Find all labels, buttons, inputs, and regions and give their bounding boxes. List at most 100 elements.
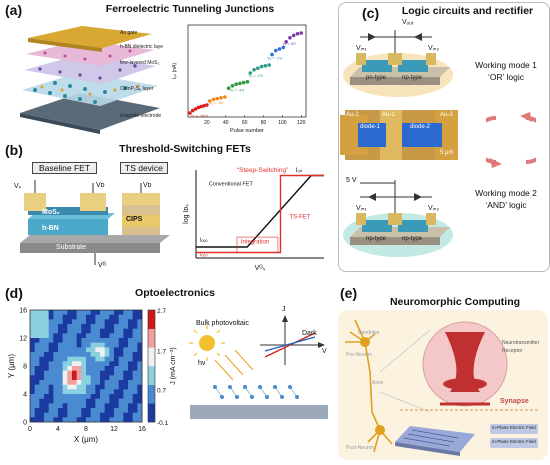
chart-a-point <box>270 52 274 57</box>
colorbar-segment <box>148 310 155 329</box>
heatmap-cell <box>132 310 138 315</box>
chart-a-point <box>223 95 227 99</box>
heatmap-cell <box>48 314 54 320</box>
heatmap-cell <box>109 319 115 325</box>
heatmap-cell <box>39 356 45 362</box>
heatmap-cell <box>48 356 54 362</box>
heatmap-cell <box>44 375 49 381</box>
heatmap-cell <box>76 324 82 329</box>
heatmap-cell <box>132 324 138 329</box>
heatmap-cell <box>30 324 35 329</box>
chart-a-point <box>241 80 246 85</box>
heatmap-cell <box>81 333 87 339</box>
heatmap-cell <box>100 417 105 423</box>
heatmap-cell <box>30 319 35 325</box>
heatmap-cell <box>39 328 45 334</box>
heatmap-cell <box>62 333 68 339</box>
chart-a-xlabel: Pulse number <box>230 128 264 134</box>
heatmap-cell <box>53 361 59 367</box>
heatmap-cell <box>118 352 124 357</box>
heatmap-cell <box>100 384 105 390</box>
heatmap-cell <box>95 398 101 404</box>
heatmap-cell <box>95 324 101 329</box>
heatmap-cell <box>81 398 87 404</box>
heatmap-cell <box>34 328 40 334</box>
heatmap-cell <box>123 384 129 390</box>
heatmap-cell <box>100 338 105 343</box>
heatmap-cell <box>67 356 73 362</box>
chart-a-point <box>256 66 260 70</box>
heatmap-cell <box>118 328 124 334</box>
heatmap-cell <box>76 310 82 315</box>
heatmap-cell <box>72 398 77 404</box>
heatmap-cell <box>95 319 101 325</box>
heatmap-cell <box>53 375 59 381</box>
hv-label: hν <box>198 360 206 367</box>
heatmap-cell <box>58 356 63 362</box>
np-type-bottom-left-label: np-type <box>366 236 387 242</box>
heatmap-cell <box>53 324 59 329</box>
heatmap-cell <box>132 375 138 381</box>
colorbar-segment <box>148 328 155 348</box>
ts-fet-illustration <box>20 180 170 265</box>
vs-label: Vₛ <box>14 183 22 190</box>
heatmap-cell <box>132 361 138 367</box>
heatmap-cell <box>128 324 133 329</box>
heatmap-cell <box>34 366 40 371</box>
heatmap-cell <box>72 370 77 376</box>
heatmap-cell <box>72 338 77 343</box>
heatmap-ytick-label: 0 <box>23 420 27 427</box>
heatmap-cell <box>30 370 35 376</box>
heatmap-cell <box>76 389 82 395</box>
heatmap-cell <box>44 361 49 367</box>
scale-bar-label: 5 μm <box>440 150 454 156</box>
heatmap-cell <box>44 347 49 353</box>
heatmap-cell <box>118 412 124 418</box>
chart-a-xtick-label: 100 <box>278 120 287 126</box>
vin2-top-label: Vᵢₙ₂ <box>428 45 440 52</box>
heatmap-cell <box>39 403 45 409</box>
heatmap-cell <box>114 314 119 320</box>
heatmap-cell <box>132 366 138 371</box>
heatmap-cell <box>39 324 45 329</box>
heatmap-cell <box>30 310 35 315</box>
heatmap-cell <box>109 361 115 367</box>
heatmap-cell <box>48 347 54 353</box>
heatmap-cell <box>86 310 91 315</box>
heatmap-cell <box>123 356 129 362</box>
mode1-logic-label: ‘OR’ logic <box>487 72 525 82</box>
heatmap-cell <box>72 417 77 423</box>
chart-a-annotation: Vᵥ = -2V <box>248 73 263 78</box>
heatmap-cell <box>48 361 54 367</box>
heatmap-cell <box>128 389 133 395</box>
heatmap-cell <box>137 375 143 381</box>
heatmap-cell <box>90 338 96 343</box>
heatmap-cell <box>30 366 35 371</box>
chart-a-point <box>193 107 198 111</box>
heatmap-cell <box>95 408 101 413</box>
heatmap-cell <box>67 333 73 339</box>
heatmap-cell <box>123 347 129 353</box>
heatmap-cell <box>86 352 91 357</box>
heatmap-cell <box>128 342 133 348</box>
chart-a-point <box>299 31 304 35</box>
heatmap-cell <box>100 342 105 348</box>
heatmap-cell <box>123 375 129 381</box>
heatmap-cell <box>58 314 63 320</box>
heatmap-cell <box>58 333 63 339</box>
heatmap-cell <box>90 384 96 390</box>
heatmap-cell <box>76 333 82 339</box>
heatmap-cell <box>137 370 143 376</box>
heatmap-cell <box>137 384 143 390</box>
heatmap-xtick-label: 4 <box>56 426 60 433</box>
hbn-label: h-BN <box>42 225 59 232</box>
heatmap-cell <box>76 347 82 353</box>
heatmap-ytick-label: 4 <box>23 392 27 399</box>
heatmap-cell <box>34 352 40 357</box>
panel-b-letter: (b) <box>5 142 23 158</box>
heatmap-cell <box>86 356 91 362</box>
heatmap-cell <box>86 342 91 348</box>
heatmap-cell <box>44 342 49 348</box>
heatmap-cell <box>44 380 49 385</box>
heatmap-cell <box>53 347 59 353</box>
